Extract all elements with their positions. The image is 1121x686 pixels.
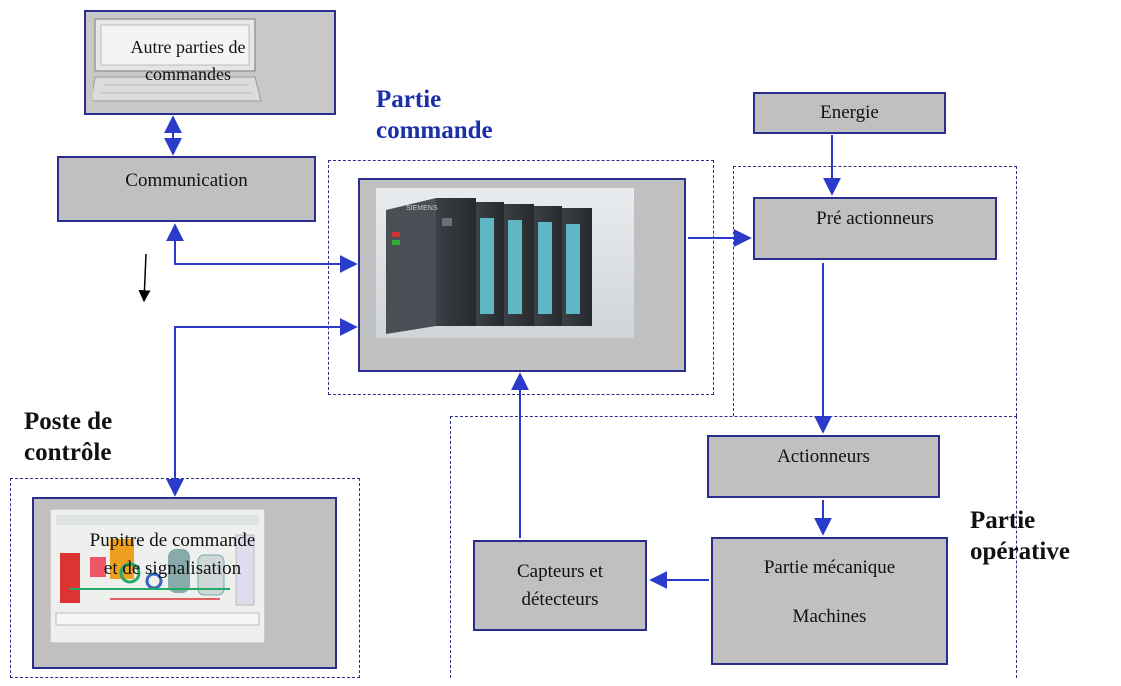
region-partie-operative <box>733 166 1017 416</box>
box-actionneurs: Actionneurs <box>707 435 940 498</box>
box-partie-mecanique: Partie mécanique Machines <box>711 537 948 665</box>
region-partie-operative-lower <box>450 416 1017 678</box>
box-plc: SIEMENS <box>358 178 686 372</box>
box-pre-actionneurs: Pré actionneurs <box>753 197 997 260</box>
box-energie: Energie <box>753 92 946 134</box>
label-partie-mecanique: Partie mécanique Machines <box>763 556 896 628</box>
arrow-pupitre-plc <box>166 318 358 497</box>
box-capteurs: Capteurs et détecteurs <box>473 540 647 631</box>
box-communication: Communication <box>57 156 316 222</box>
box-pupitre: Pupitre de commande et de signalisation <box>32 497 337 669</box>
heading-poste-controle: Poste de contrôle <box>24 408 113 467</box>
label-actionneurs: Actionneurs <box>777 445 870 467</box>
label-pupitre: Pupitre de commande et de signalisation <box>89 530 256 579</box>
computer-icon <box>93 18 262 102</box>
heading-partie-commande: Partie commande <box>376 86 493 145</box>
arrow-communication-plc <box>166 223 358 273</box>
box-autre-parties: Autre parties de commandes <box>84 10 336 115</box>
plc-rack-icon: SIEMENS <box>376 188 634 338</box>
label-capteurs: Capteurs et détecteurs <box>516 560 603 610</box>
heading-partie-operative: Partie opérative <box>970 507 1070 566</box>
control-panel-icon <box>50 509 265 643</box>
label-pre-actionneurs: Pré actionneurs <box>816 207 934 229</box>
svg-text:SIEMENS: SIEMENS <box>406 205 438 212</box>
arrow-black-down <box>138 253 151 303</box>
label-energie: Energie <box>820 102 879 124</box>
label-autre-parties: Autre parties de commandes <box>130 37 246 84</box>
label-communication: Communication <box>125 170 248 192</box>
